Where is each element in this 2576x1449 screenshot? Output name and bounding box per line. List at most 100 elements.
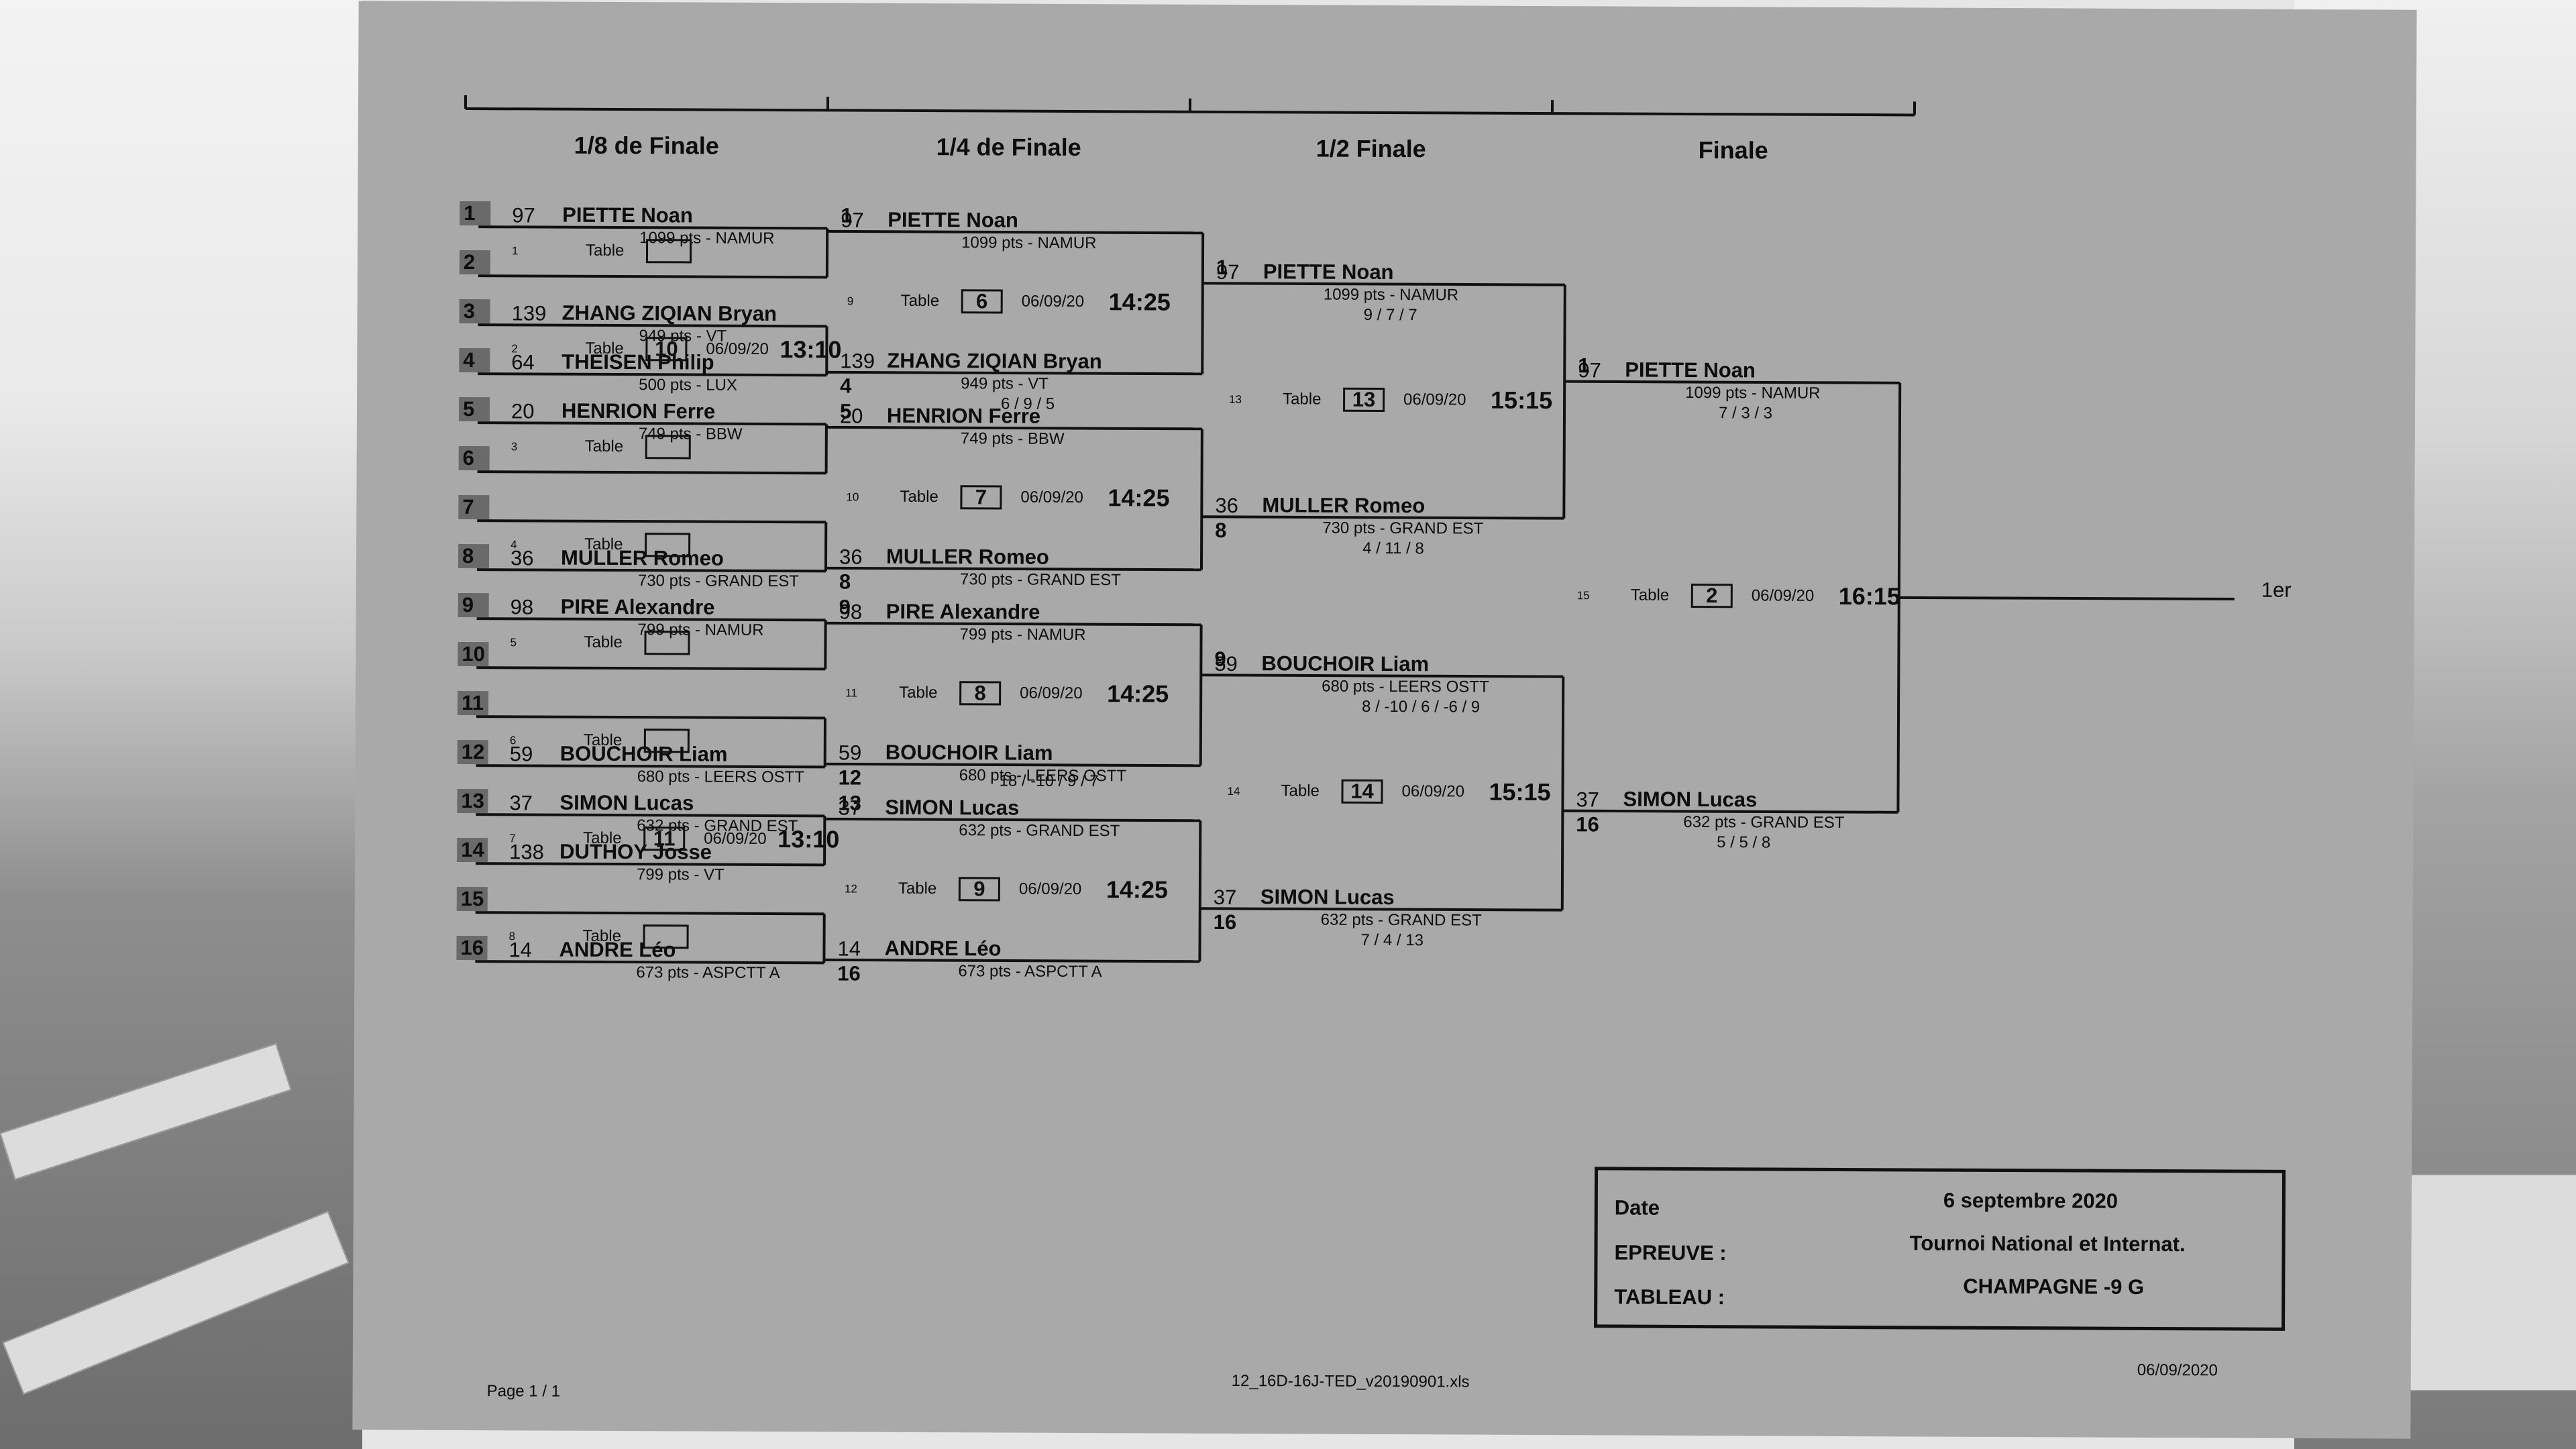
- r3-slot-line: [1201, 674, 1564, 678]
- r2-rank: 59: [838, 740, 862, 765]
- r1-player-info: 799 pts - VT: [636, 865, 724, 884]
- r1-player-info: 673 pts - ASPCTT A: [636, 963, 780, 983]
- r1-seed-number: 13: [461, 788, 485, 813]
- final-seed-number: 16: [1576, 812, 1599, 836]
- winner-label: 1er: [2261, 578, 2292, 602]
- r1-match-number: 5: [510, 635, 517, 649]
- r3-table-box: 13: [1343, 387, 1385, 412]
- r1-match-date: 06/09/20: [706, 339, 769, 358]
- r2-seed-number: 16: [837, 961, 861, 985]
- final-table-label: Table: [1630, 586, 1670, 604]
- r3-table-label: Table: [1283, 389, 1322, 409]
- r2-slot-line: [825, 621, 1201, 627]
- r2-match-date: 06/09/20: [1020, 488, 1083, 506]
- r1-slot-line: [478, 225, 828, 230]
- r3-match-time: 15:15: [1490, 386, 1553, 414]
- r1-slot-line: [475, 911, 824, 916]
- r1-table-box: [643, 728, 690, 753]
- r2-match-date: 06/09/20: [1020, 684, 1083, 702]
- r1-match-number: 2: [511, 341, 518, 355]
- final-match-time: 16:15: [1838, 582, 1900, 610]
- final-player-name: SIMON Lucas: [1623, 787, 1758, 811]
- r1-rank: 138: [509, 840, 544, 864]
- r3-connector: [1560, 676, 1565, 910]
- r2-seed-number: 4: [840, 373, 852, 398]
- r2-rank: 37: [838, 795, 861, 820]
- info-epreuve-label: EPREUVE :: [1614, 1240, 1727, 1265]
- final-rank: 97: [1578, 358, 1601, 382]
- r2-table-label: Table: [900, 487, 938, 506]
- info-tableau-value: CHAMPAGNE -9 G: [1963, 1274, 2145, 1299]
- r1-player-name: PIRE Alexandre: [560, 594, 715, 619]
- r3-connector: [1562, 284, 1566, 519]
- r2-player-info: 1099 pts - NAMUR: [961, 233, 1097, 252]
- r1-seed-number: 4: [463, 348, 475, 372]
- r3-player-info: 730 pts - GRAND EST: [1322, 519, 1484, 538]
- r2-player-info: 749 pts - BBW: [960, 429, 1065, 448]
- r1-slot-line: [478, 323, 827, 328]
- r3-score: 4 / 11 / 8: [1362, 539, 1424, 557]
- r1-match-number: 6: [509, 733, 517, 747]
- r1-table-box: [643, 924, 689, 949]
- r1-seed-number: 9: [462, 592, 474, 617]
- final-slot-line: [1564, 380, 1900, 384]
- r3-score: 9 / 7 / 7: [1363, 305, 1417, 324]
- r1-table-label: Table: [582, 926, 622, 945]
- r2-player-name: ZHANG ZIQIAN Bryan: [887, 348, 1102, 373]
- r3-rank: 37: [1213, 885, 1237, 909]
- r1-table-label: Table: [585, 241, 625, 260]
- r3-match-date: 06/09/20: [1401, 782, 1465, 801]
- r2-table-label: Table: [898, 879, 937, 898]
- r1-match-number: 1: [511, 244, 519, 257]
- r2-player-name: PIRE Alexandre: [885, 599, 1040, 624]
- r2-rank: 98: [839, 599, 863, 624]
- r3-player-name: SIMON Lucas: [1260, 884, 1395, 909]
- r3-player-info: 680 pts - LEERS OSTT: [1322, 677, 1489, 696]
- round-header-1: 1/8 de Finale: [574, 131, 719, 160]
- r1-seed-number: 7: [462, 494, 474, 519]
- r2-connector: [1199, 429, 1203, 570]
- r2-connector: [1201, 233, 1205, 374]
- r3-seed-number: 16: [1213, 910, 1237, 934]
- footer-page: Page 1 / 1: [486, 1382, 561, 1401]
- round-header-4: Finale: [1698, 136, 1768, 164]
- r2-rank: 36: [839, 544, 863, 569]
- r3-score: 7 / 4 / 13: [1360, 930, 1424, 949]
- r2-match-time: 14:25: [1108, 287, 1171, 316]
- r1-player-info: 680 pts - LEERS OSTT: [637, 767, 805, 787]
- r1-seed-number: 16: [460, 935, 484, 960]
- r2-table-label: Table: [899, 683, 938, 702]
- r1-table-box: [644, 630, 690, 655]
- r3-table-label: Table: [1281, 781, 1320, 800]
- r3-player-info: 632 pts - GRAND EST: [1320, 910, 1482, 930]
- r1-slot-line: [477, 519, 826, 524]
- r2-player-info: 949 pts - VT: [961, 374, 1049, 393]
- r1-table-label: Table: [584, 633, 623, 651]
- r2-match-number: 11: [845, 686, 857, 700]
- r2-rank: 20: [839, 403, 863, 428]
- final-match-date: 06/09/20: [1751, 586, 1815, 605]
- r1-rank: 59: [509, 742, 533, 766]
- r2-table-label: Table: [900, 291, 940, 310]
- r1-slot-line: [478, 274, 827, 279]
- r3-slot-line: [1202, 282, 1565, 286]
- r1-slot-line: [476, 862, 825, 867]
- r2-match-time: 14:25: [1106, 875, 1169, 904]
- background-left: [0, 0, 362, 1449]
- r2-player-name: BOUCHOIR Liam: [885, 740, 1053, 765]
- bracket-lines: [464, 95, 2235, 965]
- final-score: 5 / 5 / 8: [1717, 833, 1771, 852]
- r2-slot-line: [826, 425, 1202, 431]
- r2-match-time: 14:25: [1108, 483, 1170, 512]
- final-match-number: 15: [1576, 588, 1590, 602]
- r1-rank: 97: [512, 203, 535, 227]
- r2-connector: [1198, 820, 1202, 962]
- r1-table-box: 10: [645, 336, 688, 361]
- r2-slot-line: [826, 370, 1203, 376]
- r1-match-time: 13:10: [780, 335, 842, 363]
- r2-player-info: 673 pts - ASPCTT A: [958, 961, 1102, 981]
- r2-rank: 14: [837, 936, 861, 961]
- r1-table-label: Table: [583, 828, 622, 847]
- r2-match-number: 10: [846, 490, 859, 504]
